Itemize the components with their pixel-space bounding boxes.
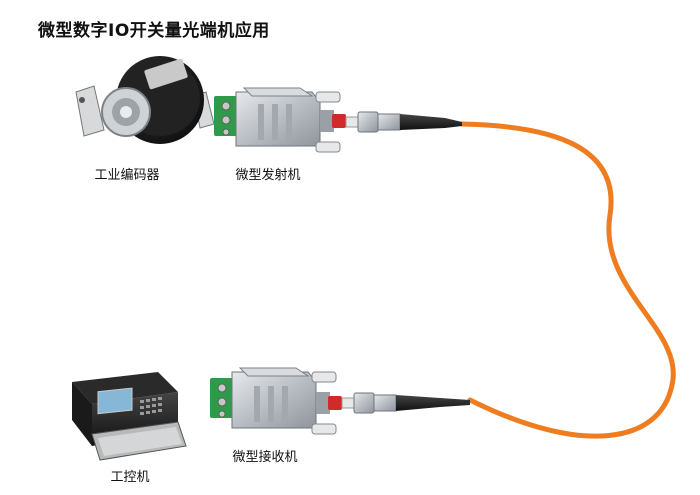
- fiber-connector-top: [345, 111, 462, 133]
- transmitter-label: 微型发射机: [235, 168, 301, 183]
- industrial-pc-image: [72, 372, 187, 461]
- receiver-label: 微型接收机: [232, 450, 298, 465]
- micro-transmitter-image: [214, 87, 346, 153]
- fiber-connector-bottom: [341, 392, 470, 414]
- page-title: 微型数字IO开关量光端机应用: [38, 21, 270, 41]
- fiber-optic-cable: [459, 121, 676, 439]
- micro-receiver-image: [210, 367, 342, 435]
- encoder-label: 工业编码器: [94, 168, 160, 183]
- ipc-label: 工控机: [110, 470, 150, 485]
- industrial-encoder-image: [75, 56, 215, 144]
